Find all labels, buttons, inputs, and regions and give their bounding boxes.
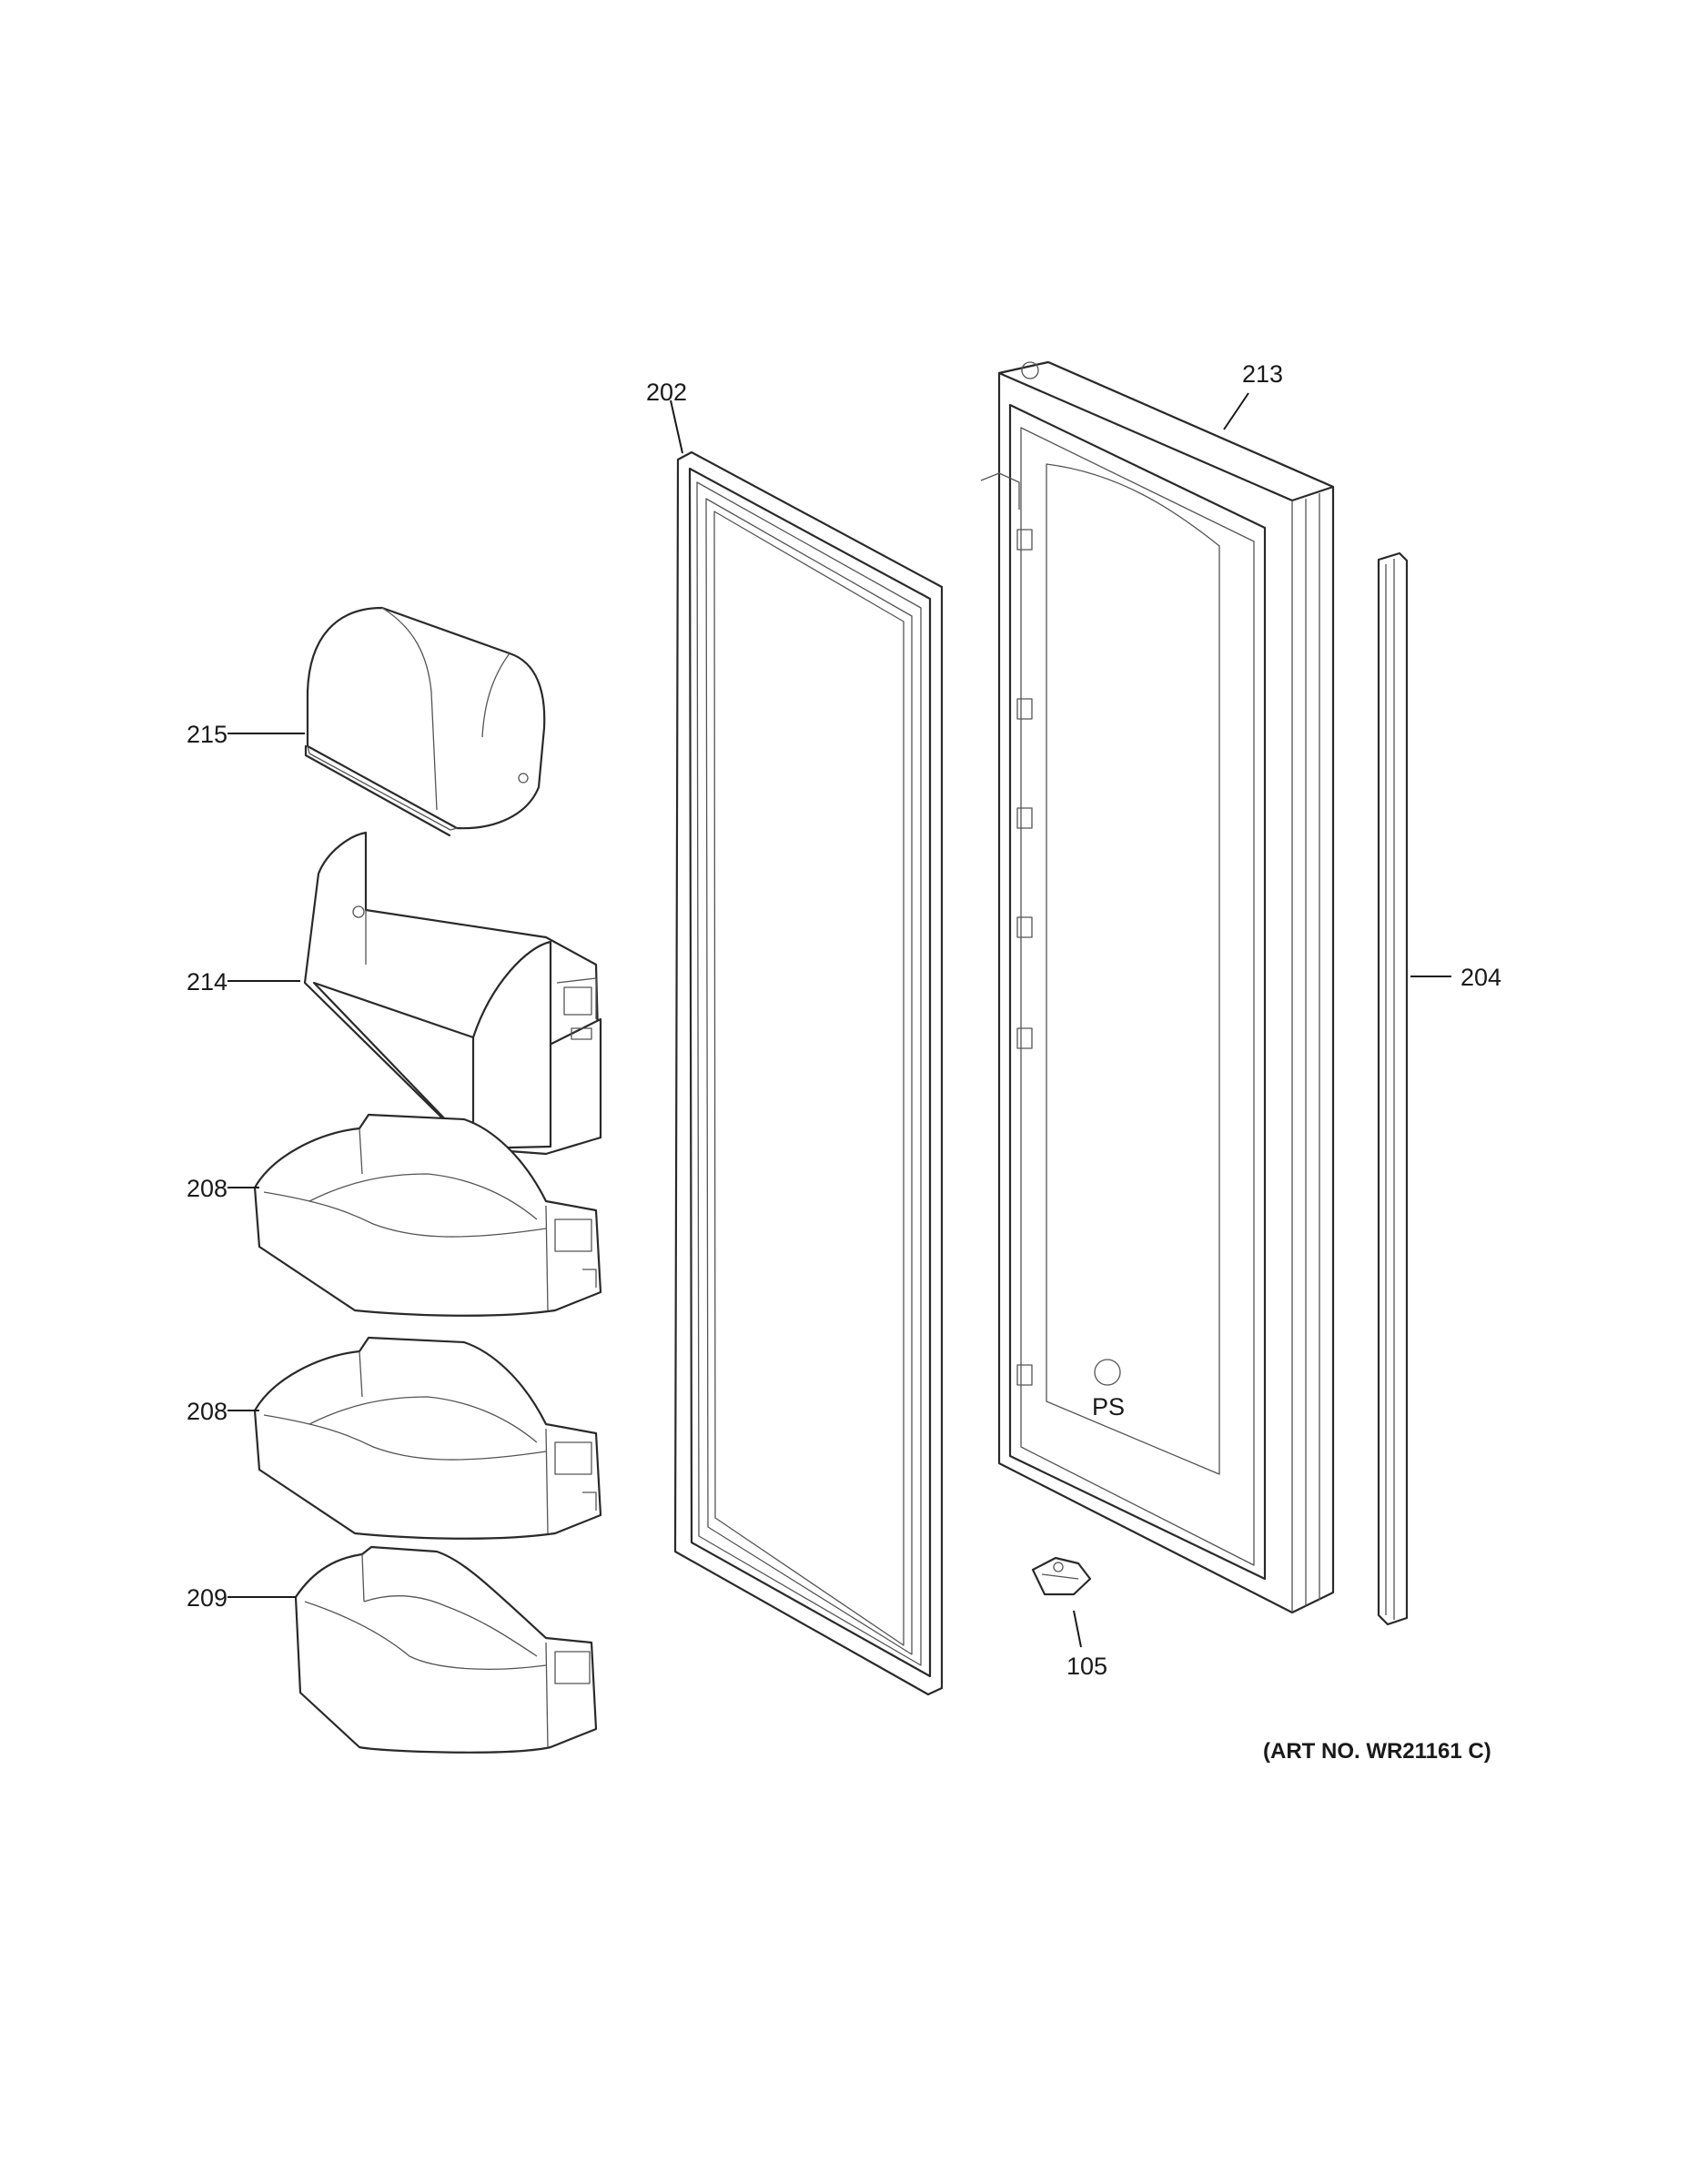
part-215-bin-cover [304, 606, 546, 837]
art-number: (ART NO. WR21161 C) [1263, 1739, 1491, 1764]
part-208-door-bin-lower [253, 1336, 602, 1540]
part-label-215: 215 [187, 721, 227, 748]
part-208-door-bin-upper [253, 1113, 602, 1317]
part-label-204: 204 [1461, 964, 1501, 991]
part-213-door-liner: PS [980, 360, 1335, 1614]
part-label-214: 214 [187, 968, 227, 996]
part-label-208-upper: 208 [187, 1175, 227, 1202]
part-label-105: 105 [1066, 1653, 1107, 1680]
recycle-mark: PS [1092, 1393, 1125, 1421]
part-label-202: 202 [646, 379, 687, 406]
part-label-209: 209 [187, 1584, 227, 1612]
part-105-hinge-cover [1031, 1556, 1092, 1596]
part-label-213: 213 [1242, 360, 1283, 388]
part-209-door-bin-small [294, 1545, 598, 1754]
part-label-208-lower: 208 [187, 1398, 227, 1425]
part-202-door-gasket [673, 450, 944, 1696]
part-214-door-bin [303, 831, 602, 1156]
part-204-door-strip [1377, 551, 1409, 1626]
